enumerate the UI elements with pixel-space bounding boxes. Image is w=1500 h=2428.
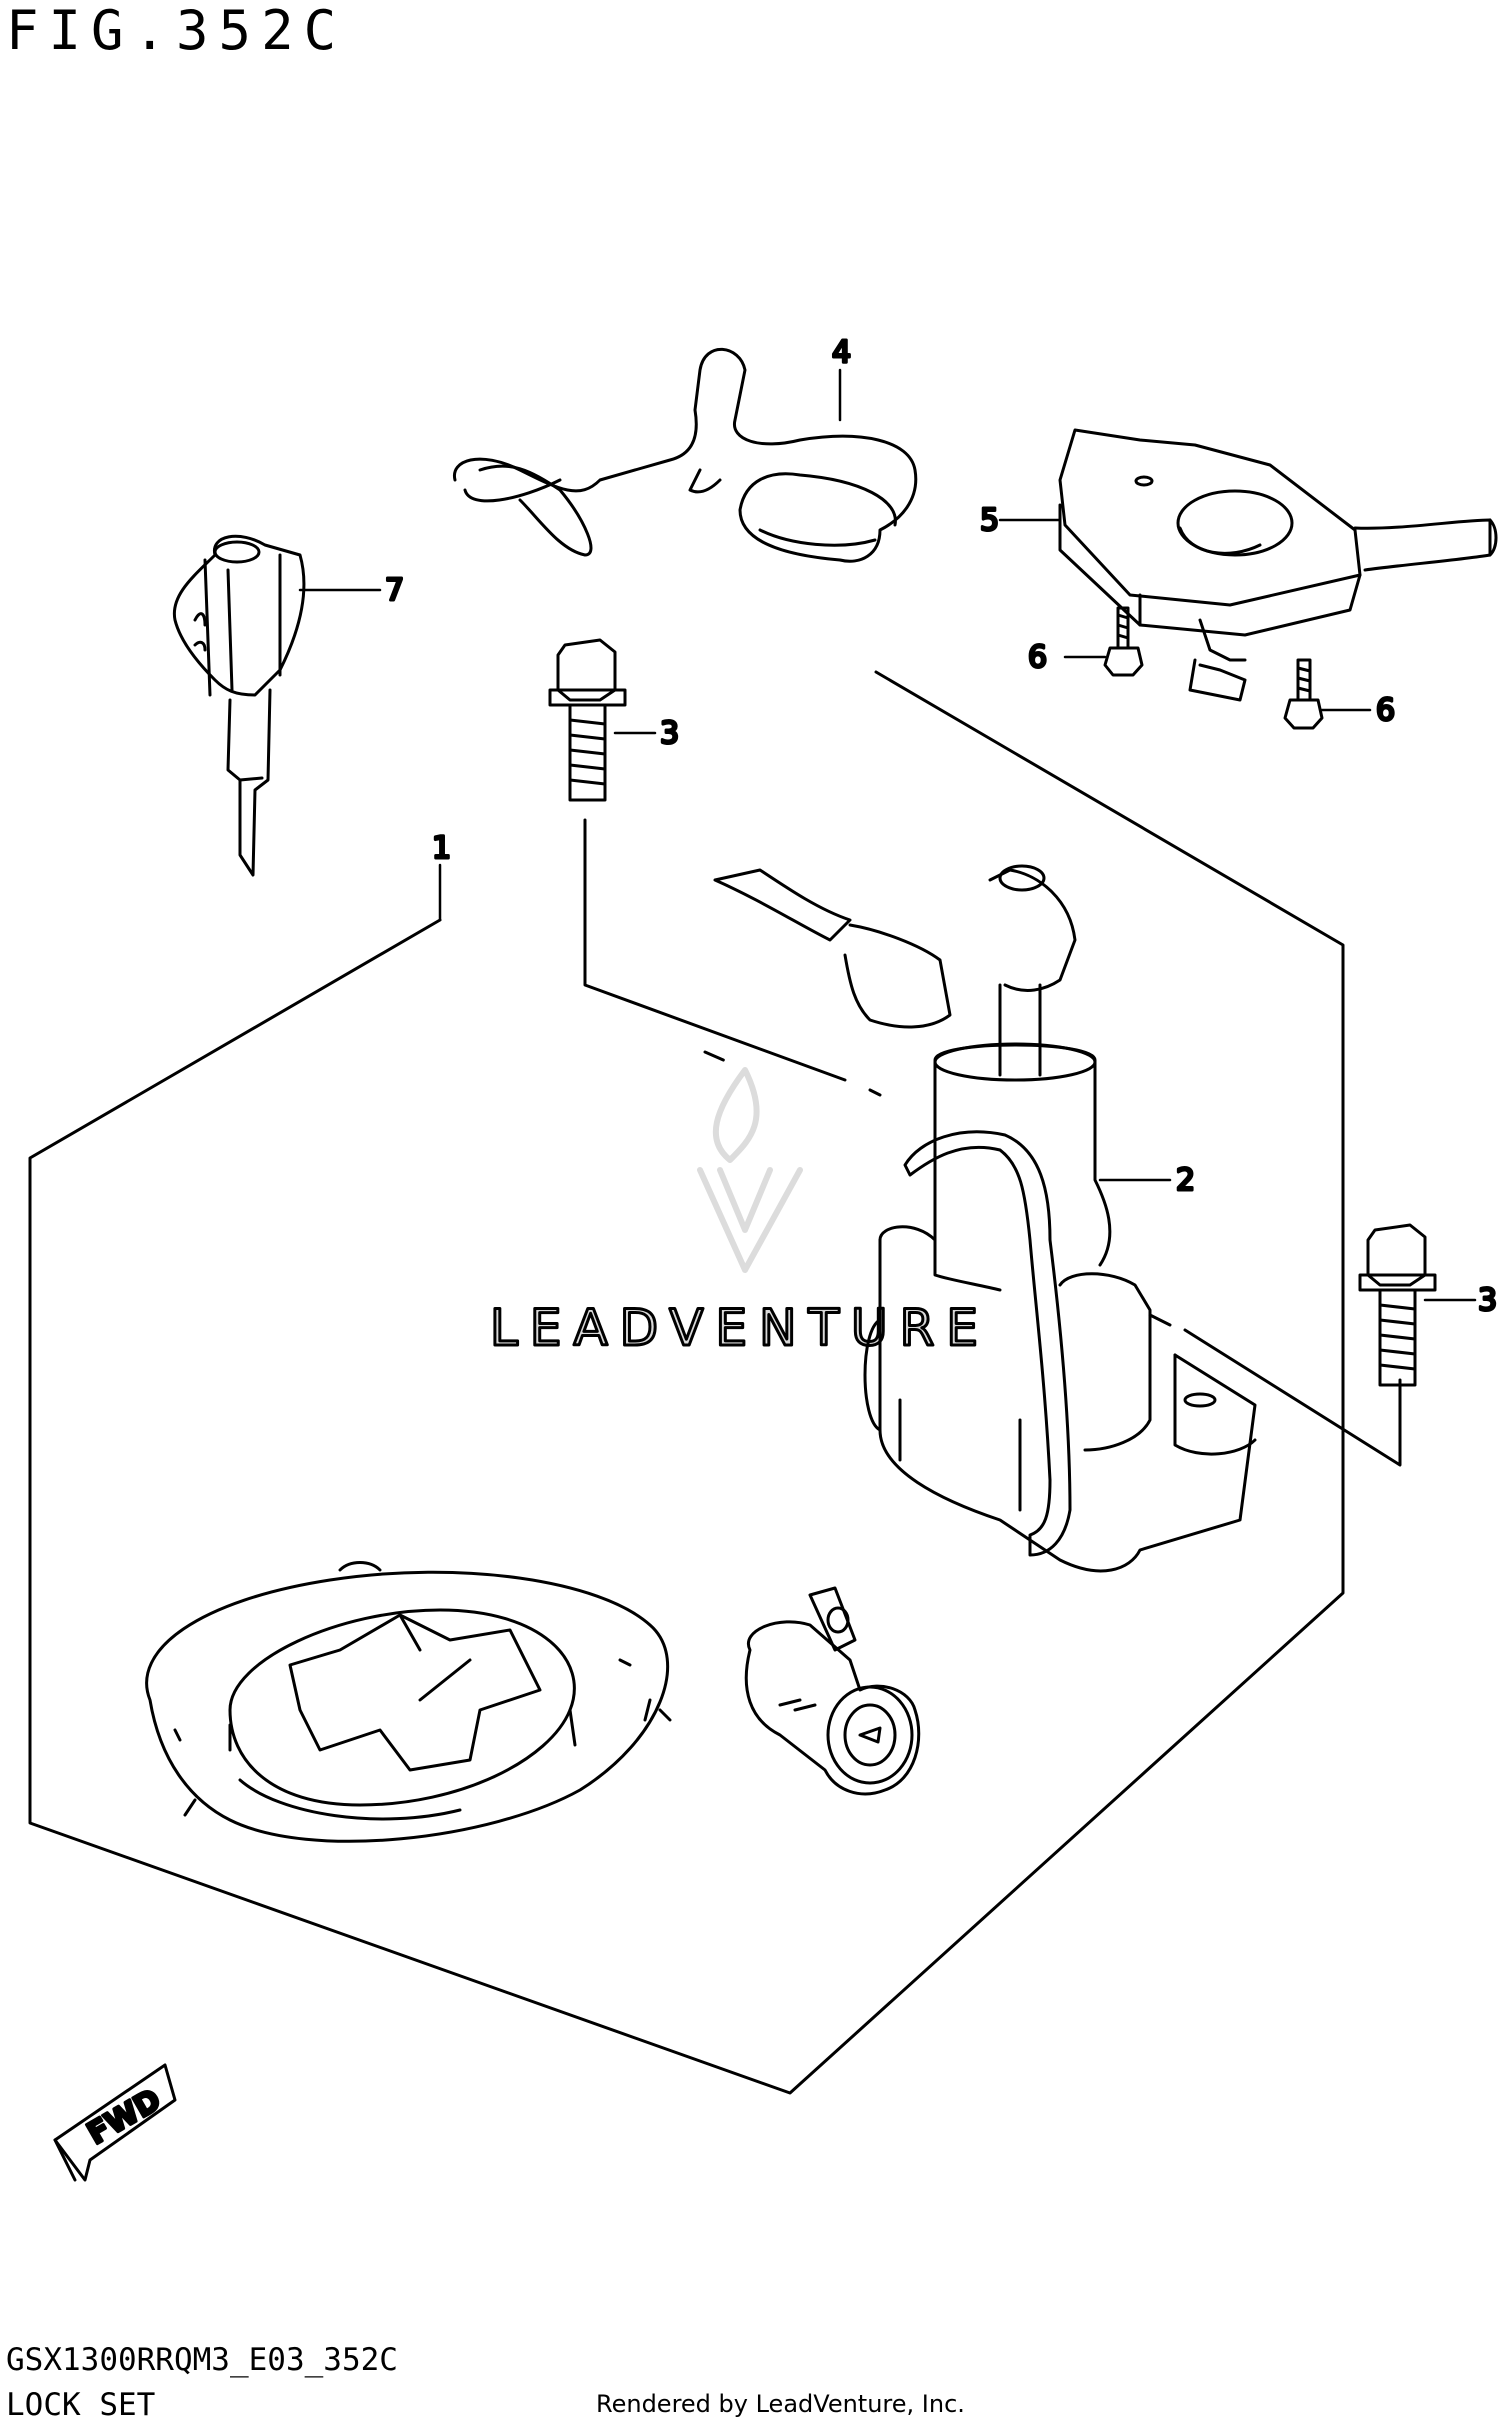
callout-5[interactable]: 5 bbox=[979, 502, 1001, 540]
bolt-guide-line bbox=[583, 818, 882, 1097]
ignition-switch-part bbox=[713, 864, 1257, 1573]
bolt-part-upper bbox=[548, 638, 627, 802]
callout-1[interactable]: 1 bbox=[431, 830, 453, 868]
fuel-cap-part bbox=[145, 1561, 672, 1843]
watermark-logo bbox=[697, 1067, 803, 1273]
callout-2[interactable]: 2 bbox=[1175, 1162, 1197, 1200]
key-module-part bbox=[1058, 428, 1498, 702]
callout-6-right[interactable]: 6 bbox=[1375, 692, 1397, 730]
figure-title: FIG.352C bbox=[6, 0, 347, 62]
callout-7[interactable]: 7 bbox=[384, 572, 406, 610]
callout-4[interactable]: 4 bbox=[831, 334, 853, 372]
callout-leaders bbox=[298, 368, 1477, 1302]
lock-set-outline bbox=[28, 670, 1345, 2095]
callout-6-left[interactable]: 6 bbox=[1027, 639, 1049, 677]
screw-part bbox=[1103, 606, 1324, 730]
callout-3-right[interactable]: 3 bbox=[1477, 1282, 1499, 1320]
model-code: GSX1300RRQM3_E03_352C bbox=[6, 2342, 398, 2378]
wire-clamp-part bbox=[453, 347, 918, 563]
key-part bbox=[172, 534, 306, 877]
rendered-by-credit: Rendered by LeadVenture, Inc. bbox=[596, 2390, 965, 2418]
seat-lock-part bbox=[744, 1586, 921, 1796]
section-name: LOCK SET bbox=[6, 2387, 156, 2423]
watermark-text: LEADVENTURE bbox=[490, 1299, 990, 1357]
bolt-part-right bbox=[1358, 1223, 1437, 1387]
fwd-arrow[interactable] bbox=[53, 2063, 177, 2182]
callout-3-upper[interactable]: 3 bbox=[659, 715, 681, 753]
